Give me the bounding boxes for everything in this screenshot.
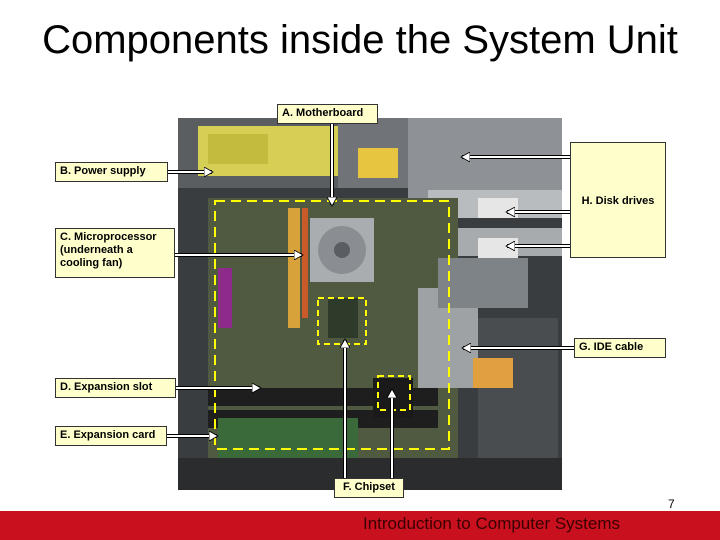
callout-expansion-card: E. Expansion card xyxy=(55,426,167,446)
callout-disk-drives: H. Disk drives xyxy=(570,142,666,258)
callout-motherboard: A. Motherboard xyxy=(277,104,378,124)
callout-expansion-slot: D. Expansion slot xyxy=(55,378,176,398)
callout-ide-cable: G. IDE cable xyxy=(574,338,666,358)
callout-microprocessor: C. Microprocessor (underneath a cooling … xyxy=(55,228,175,278)
callout-chipset: F. Chipset xyxy=(334,478,404,498)
page-number: 7 xyxy=(668,497,675,511)
footer-text: Introduction to Computer Systems xyxy=(363,514,620,534)
callout-power-supply: B. Power supply xyxy=(55,162,168,182)
